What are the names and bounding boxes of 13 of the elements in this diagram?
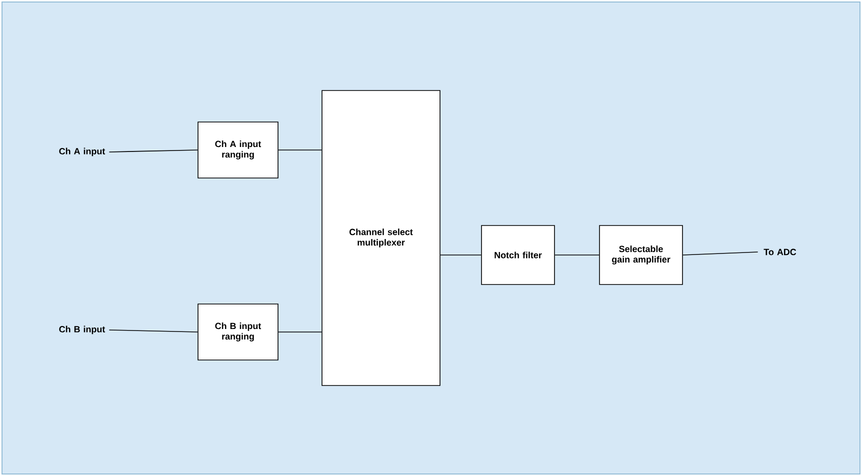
block-box: Notch filter xyxy=(481,225,555,285)
signal-label: Ch A input xyxy=(59,148,106,156)
block-box: Ch B input ranging xyxy=(198,304,278,360)
block-box: Channel select multiplexer xyxy=(322,90,440,386)
connector-line xyxy=(440,254,482,256)
connector-line xyxy=(554,254,600,256)
block-box: Selectable gain amplifier xyxy=(599,225,683,285)
signal-label: Ch B input xyxy=(59,326,106,334)
connector-line xyxy=(682,252,758,256)
connector-line xyxy=(108,150,198,152)
connector-line xyxy=(108,330,198,332)
block-box: Ch A input ranging xyxy=(198,122,278,178)
signal-label: To ADC xyxy=(764,248,796,256)
